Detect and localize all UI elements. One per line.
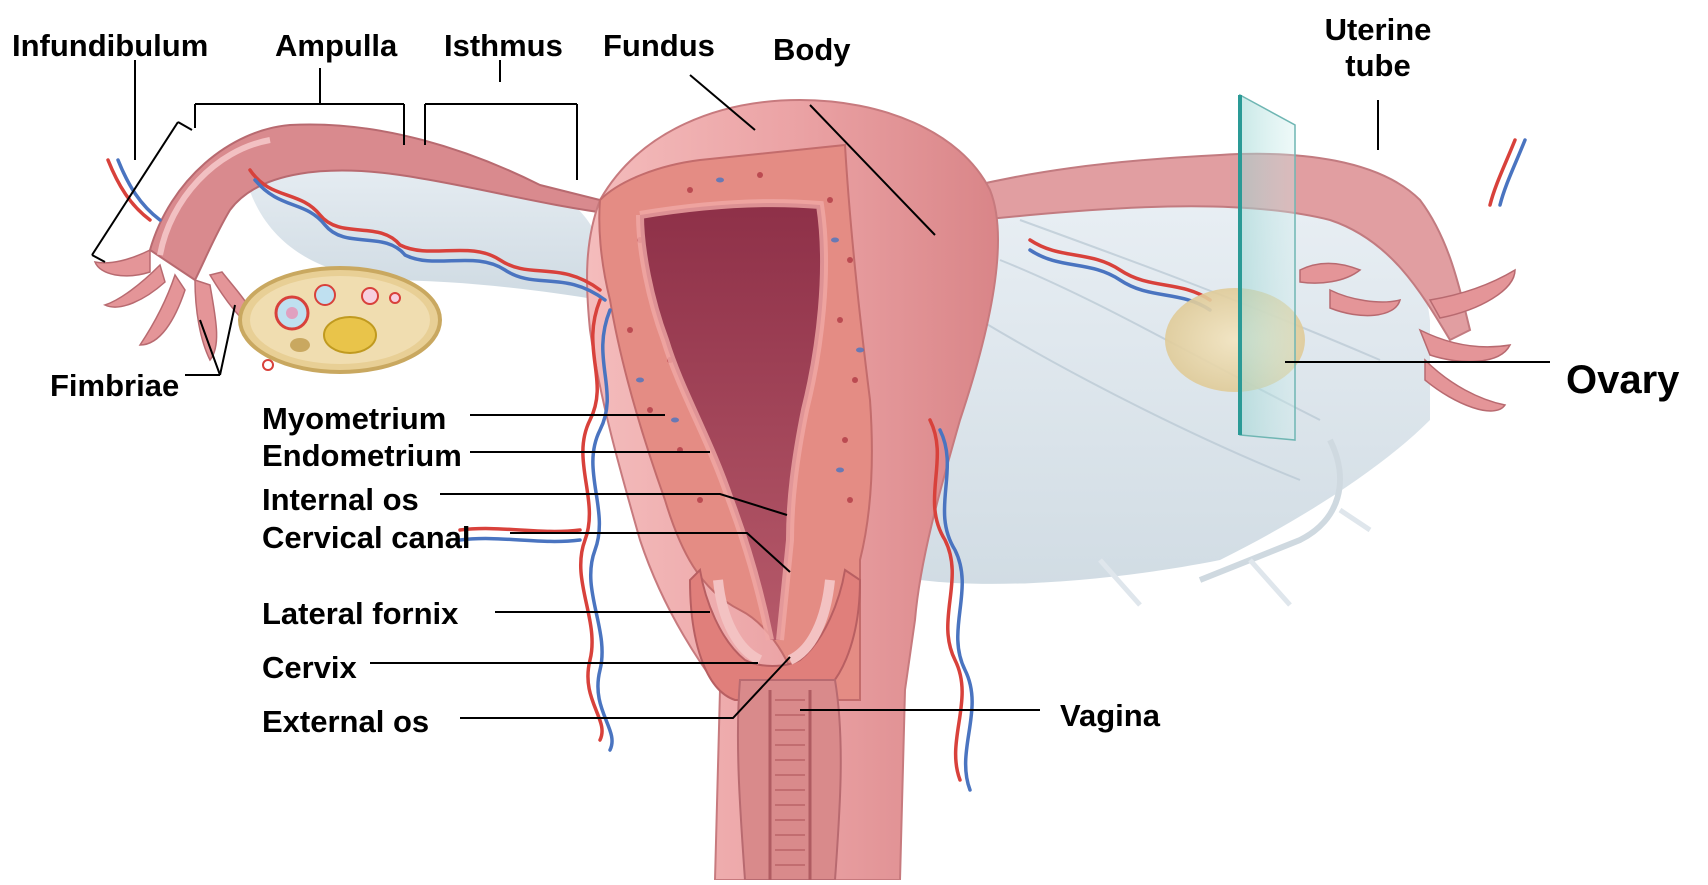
label-lateral-fornix: Lateral fornix [262, 598, 458, 629]
section-plane [1240, 95, 1295, 440]
label-endometrium: Endometrium [262, 440, 462, 471]
label-body: Body [773, 34, 851, 65]
label-cervical-canal: Cervical canal [262, 522, 471, 553]
label-vagina: Vagina [1060, 700, 1160, 731]
label-ampulla: Ampulla [275, 30, 397, 61]
label-uterine-tube: Uterine tube [1300, 12, 1456, 83]
label-fundus: Fundus [603, 30, 715, 61]
label-external-os: External os [262, 706, 429, 737]
left-ovary [240, 268, 440, 372]
label-cervix: Cervix [262, 652, 357, 683]
label-infundibulum: Infundibulum [12, 30, 208, 61]
label-ovary: Ovary [1566, 360, 1679, 400]
label-isthmus: Isthmus [444, 30, 563, 61]
label-uterine-tube-line2: tube [1300, 48, 1456, 84]
label-myometrium: Myometrium [262, 403, 446, 434]
label-uterine-tube-line1: Uterine [1300, 12, 1456, 48]
label-internal-os: Internal os [262, 484, 419, 515]
label-fimbriae: Fimbriae [50, 370, 179, 401]
